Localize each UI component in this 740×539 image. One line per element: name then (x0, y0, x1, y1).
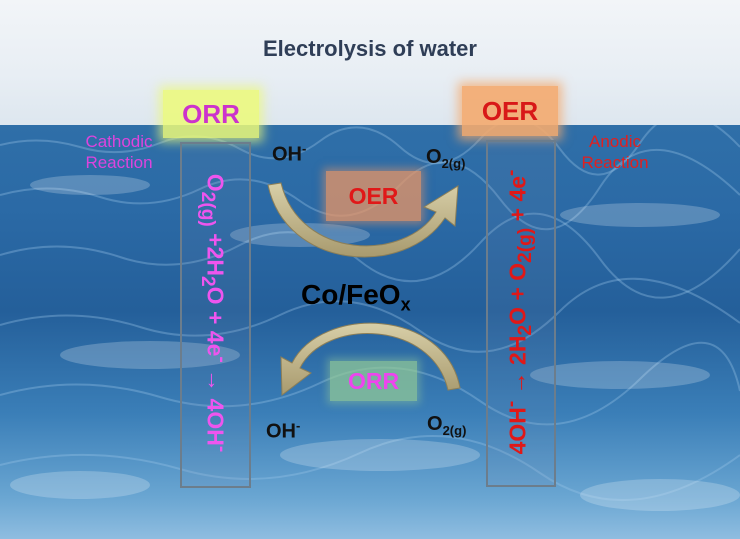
hydroxide-bottom-charge: - (296, 418, 301, 433)
orr-center-label: ORR (330, 361, 417, 401)
oxygen-bottom-sub: 2(g) (442, 423, 467, 438)
diagram-title: Electrolysis of water (263, 36, 477, 61)
anodic-reaction-label: Anodic Reaction (560, 131, 670, 173)
anodic-label-line1: Anodic (589, 132, 641, 151)
oxygen-top-sub: 2(g) (441, 156, 466, 171)
cathodic-label-line2: Reaction (85, 153, 153, 172)
oer-header-label: OER (462, 86, 558, 136)
orr-curved-arrow-icon (280, 322, 461, 396)
oxygen-bottom-text: O (427, 413, 443, 435)
hydroxide-top-charge: - (302, 141, 307, 156)
oer-center-label: OER (326, 171, 421, 221)
hydroxide-top-label: OH- (272, 141, 306, 167)
oxygen-bottom-label: O2(g) (427, 413, 466, 438)
cathodic-reaction-label: Cathodic Reaction (64, 131, 174, 173)
catalyst-name: Co/FeO (301, 279, 401, 310)
anode-equation-box (486, 140, 556, 487)
hydroxide-top-text: OH (272, 143, 302, 166)
oer-curved-arrow-icon (267, 182, 459, 258)
oxygen-top-label: O2(g) (426, 146, 465, 171)
catalyst-subscript: x (400, 294, 411, 315)
hydroxide-bottom-text: OH (266, 420, 296, 443)
hydroxide-bottom-label: OH- (266, 418, 300, 444)
catalyst-label: Co/FeOx (301, 279, 411, 316)
cathodic-label-line1: Cathodic (85, 132, 153, 151)
orr-header-label: ORR (163, 90, 259, 138)
oxygen-top-text: O (426, 146, 442, 168)
sky-background (0, 0, 740, 135)
cathode-equation-box (180, 142, 251, 488)
anodic-label-line2: Reaction (581, 153, 649, 172)
